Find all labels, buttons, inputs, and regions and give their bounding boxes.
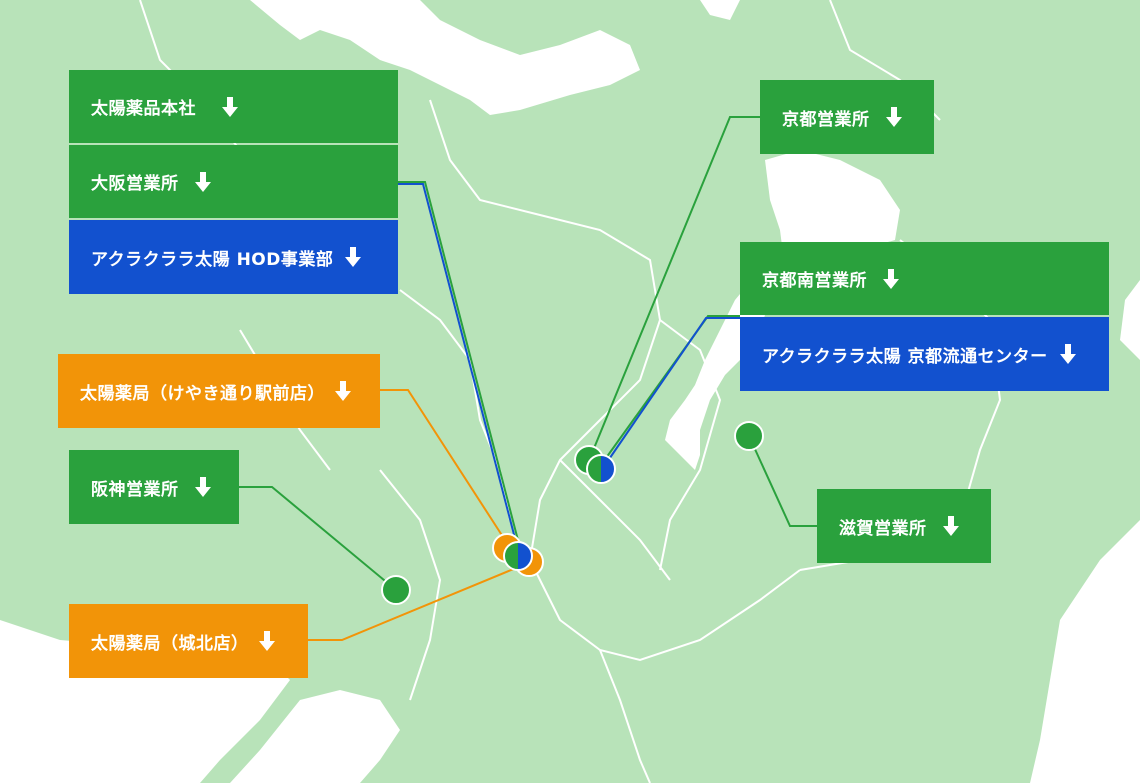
- arrow-down-icon: [194, 477, 211, 497]
- marker-hanshin[interactable]: [381, 575, 411, 605]
- arrow-down-icon: [883, 268, 899, 289]
- location-markers: [381, 421, 764, 605]
- label-text: 太陽薬局（けやき通り駅前店）: [80, 383, 325, 404]
- ise-bay-upper: [1120, 280, 1140, 360]
- label-hod[interactable]: アクラクララ太陽 HOD事業部: [69, 220, 398, 294]
- label-text: アクラクララ太陽 HOD事業部: [91, 249, 334, 270]
- marker-shiga[interactable]: [734, 421, 764, 451]
- label-text: 滋賀営業所: [839, 518, 927, 539]
- label-text: 太陽薬品本社: [91, 99, 196, 119]
- line-osaka: [398, 181, 521, 549]
- label-kyotominami[interactable]: 京都南営業所: [740, 242, 1109, 315]
- label-text: 京都南営業所: [762, 271, 867, 291]
- arrow-down-icon: [885, 107, 902, 127]
- line-johoku: [308, 562, 529, 641]
- label-text: 京都営業所: [782, 109, 870, 130]
- line-hanshin: [239, 486, 397, 591]
- label-osaka[interactable]: 大阪営業所: [69, 145, 398, 218]
- connector-lines: [239, 116, 817, 641]
- label-kyoto[interactable]: 京都営業所: [760, 80, 934, 154]
- arrow-down-icon: [335, 381, 351, 401]
- osaka-bay-2: [230, 690, 400, 783]
- label-johoku[interactable]: 太陽薬局（城北店）: [69, 604, 308, 678]
- label-text: 太陽薬局（城北店）: [91, 633, 249, 654]
- label-text: 阪神営業所: [91, 479, 179, 500]
- label-honsha[interactable]: 太陽薬品本社: [69, 70, 398, 143]
- line-hod: [398, 183, 519, 551]
- arrow-down-icon: [942, 516, 959, 536]
- arrow-down-icon: [258, 631, 275, 651]
- line-keyaki: [380, 389, 506, 541]
- arrow-down-icon: [345, 247, 362, 267]
- line-kyotominami: [600, 315, 740, 466]
- northern-sea-right: [700, 0, 740, 20]
- marker-osaka-hod[interactable]: [503, 541, 533, 571]
- lake-biwa: [665, 150, 900, 470]
- marker-kyotominami-ryutsu[interactable]: [586, 454, 616, 484]
- northern-sea: [250, 0, 640, 115]
- arrow-down-icon: [222, 96, 238, 117]
- arrow-down-icon: [194, 171, 211, 192]
- arrow-down-icon: [1059, 344, 1076, 364]
- ise-bay: [1030, 520, 1140, 783]
- line-kyotoryutsu: [602, 317, 740, 469]
- label-keyaki[interactable]: 太陽薬局（けやき通り駅前店）: [58, 354, 380, 428]
- label-hanshin[interactable]: 阪神営業所: [69, 450, 239, 524]
- label-kyotoryutsu[interactable]: アクラクララ太陽 京都流通センター: [740, 317, 1109, 391]
- line-shiga: [748, 435, 817, 527]
- line-kyoto: [589, 116, 760, 459]
- label-shiga[interactable]: 滋賀営業所: [817, 489, 991, 563]
- label-text: アクラクララ太陽 京都流通センター: [762, 346, 1048, 367]
- label-text: 大阪営業所: [91, 174, 179, 194]
